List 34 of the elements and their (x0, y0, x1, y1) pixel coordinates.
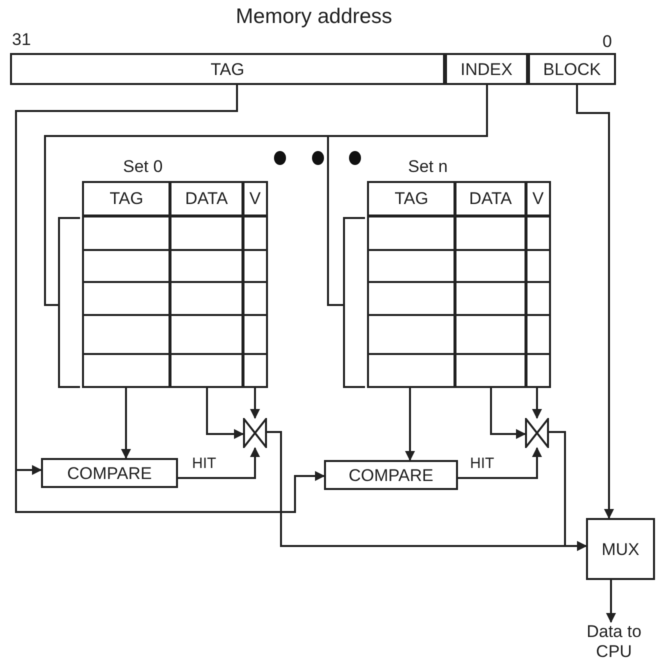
set-title: Set 0 (123, 158, 163, 175)
address-field: TAG (10, 53, 445, 85)
arrow (606, 580, 616, 623)
comparator-box: COMPARE (324, 460, 458, 490)
arrow (532, 388, 542, 419)
arrow (178, 447, 260, 479)
edge-label: HIT (192, 456, 216, 471)
arrow (405, 388, 415, 461)
edge-label: HIT (470, 456, 494, 471)
arrow (206, 388, 244, 439)
connector-line (327, 85, 488, 306)
arrow (490, 388, 526, 439)
output-label: Data to CPU (572, 622, 656, 668)
address-field: BLOCK (528, 53, 616, 85)
column-header: V (248, 190, 262, 207)
column-header: TAG (108, 190, 144, 207)
comparator-box: COMPARE (41, 458, 178, 488)
arrow (121, 388, 131, 459)
arrow (250, 388, 260, 419)
arrow (549, 431, 587, 551)
bit-number: 0 (602, 33, 612, 50)
bit-number: 31 (12, 31, 31, 48)
column-header: DATA (184, 190, 229, 207)
arrow (576, 85, 614, 519)
transmission-gate-symbol (525, 418, 549, 448)
set-title: Set n (408, 158, 448, 175)
multiplexer-box: MUX (586, 518, 655, 580)
column-header: TAG (394, 190, 430, 207)
transmission-gate-symbol (243, 418, 267, 448)
arrow (458, 447, 542, 479)
diagram-title: Memory address (234, 6, 394, 27)
column-header: V (531, 190, 545, 207)
column-header: DATA (468, 190, 513, 207)
address-field: INDEX (445, 53, 528, 85)
